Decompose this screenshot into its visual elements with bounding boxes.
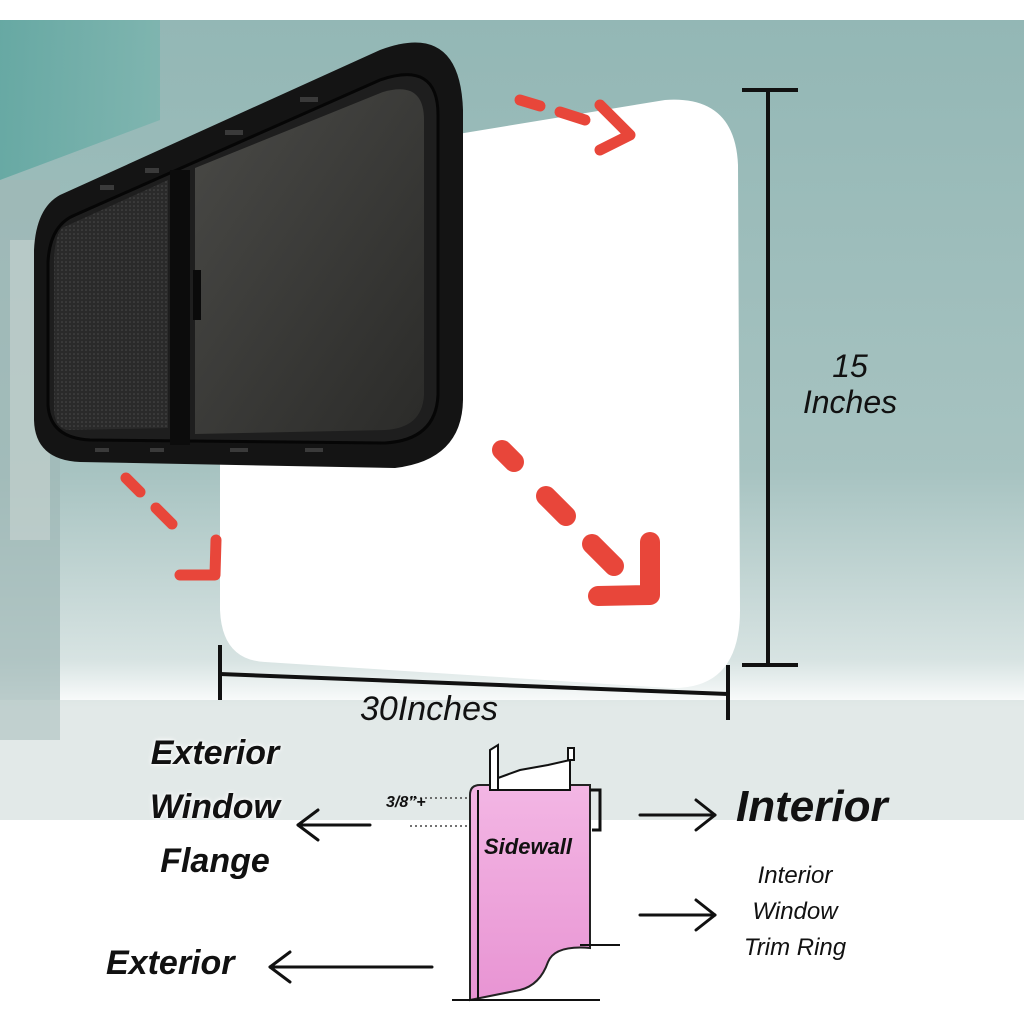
flange-line-1: Exterior [150, 734, 280, 772]
flange-line-3: Flange [160, 842, 270, 880]
sidewall-label: Sidewall [484, 834, 573, 859]
arrow-center [492, 440, 660, 606]
exterior-window-flange-label: Exterior Window Flange [130, 726, 300, 888]
trim-line-2: Window [752, 898, 838, 925]
gap-label: 3/8”+ [386, 794, 426, 811]
interior-label: Interior [736, 782, 888, 831]
height-value: 15 [832, 348, 868, 384]
arrow-top-right [514, 94, 636, 156]
flange-line-2: Window [150, 788, 280, 826]
height-label: 15 Inches [790, 348, 910, 420]
arrow-bottom-left [120, 472, 222, 581]
sidewall-cross-section [410, 743, 620, 1002]
arrow-interior [638, 798, 717, 832]
height-dimension [742, 88, 798, 667]
arrow-exterior [268, 950, 434, 984]
interior-trim-ring-label: Interior Window Trim Ring [730, 858, 860, 966]
rv-window [34, 42, 463, 468]
height-unit: Inches [802, 384, 898, 420]
trim-line-3: Trim Ring [743, 934, 847, 961]
callout-arrows [268, 798, 717, 984]
top-white-band [0, 0, 1024, 20]
exterior-label: Exterior [106, 944, 235, 982]
trim-line-1: Interior [757, 862, 833, 889]
arrow-trim-ring [638, 898, 717, 932]
awning [0, 20, 160, 180]
width-label: 30Inches [360, 690, 498, 728]
arrow-exterior-flange [296, 808, 372, 842]
width-dimension [218, 645, 730, 720]
